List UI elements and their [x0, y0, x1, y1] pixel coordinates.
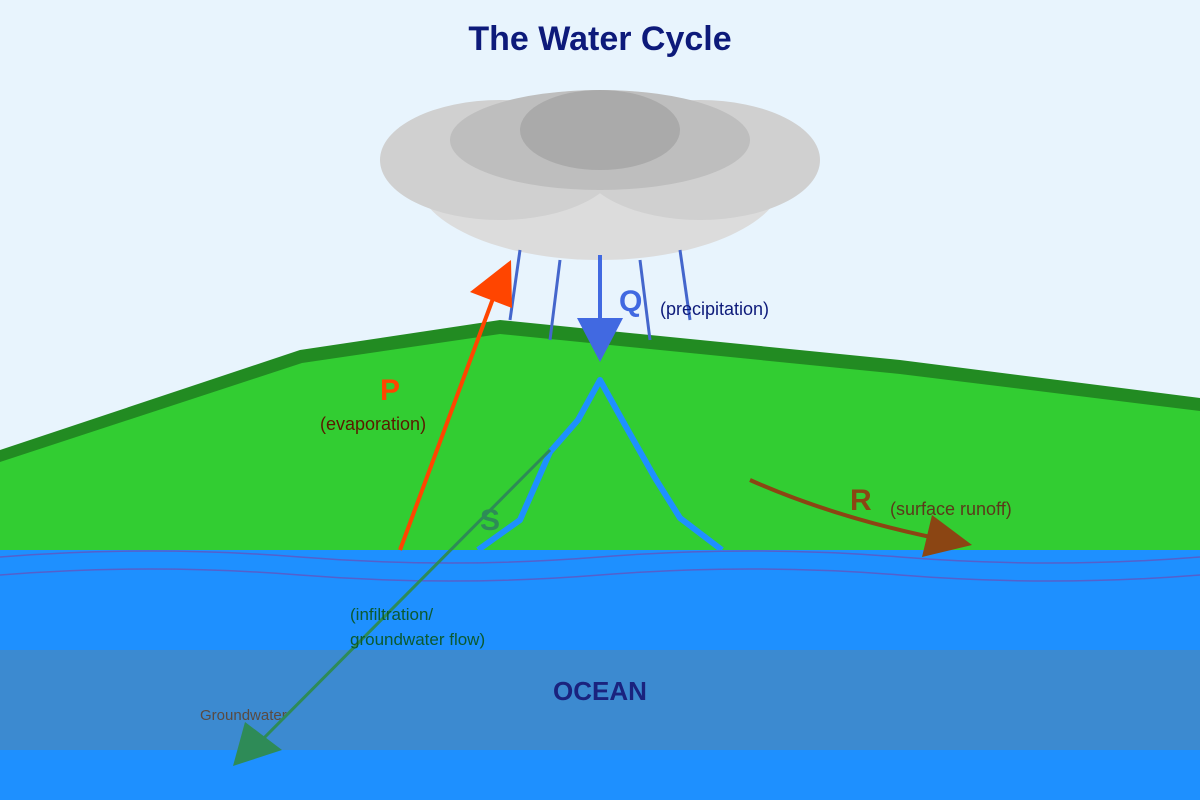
infiltration-arrow: [233, 448, 552, 766]
precipitation-label: (precipitation): [660, 299, 769, 319]
precipitation-arrow: [577, 255, 623, 362]
evaporation-letter: P: [380, 374, 400, 407]
diagram-title: The Water Cycle: [468, 20, 731, 58]
land: [0, 320, 1200, 560]
infiltration-arrowhead: [233, 722, 282, 766]
runoff-arrow: [749, 478, 972, 557]
rain-streak: [548, 259, 562, 341]
ocean: OCEAN Groundwater: [0, 550, 1200, 800]
rain-streak: [638, 259, 652, 341]
ocean-label: OCEAN: [553, 676, 647, 706]
runoff-arrowhead: [922, 515, 972, 557]
river: [476, 377, 724, 553]
evaporation-label: (evaporation): [320, 414, 426, 434]
precipitation-arrowhead: [577, 318, 623, 362]
evaporation-arrowhead: [470, 260, 512, 308]
cloud-top: [520, 90, 680, 170]
groundwater-band: [0, 650, 1200, 750]
evaporation-arrow: [398, 260, 512, 551]
rain-streak: [678, 249, 692, 321]
infiltration-label-line1: (infiltration/: [350, 605, 433, 624]
ocean-wave-1: [0, 550, 1200, 564]
land-surface: [0, 334, 1200, 560]
rain-streak: [508, 249, 522, 321]
runoff-label: (surface runoff): [890, 499, 1012, 519]
ocean-wave-2: [0, 568, 1200, 582]
precipitation-letter: Q: [619, 285, 642, 318]
runoff-letter: R: [850, 484, 872, 517]
infiltration-arrow-shaft: [248, 448, 552, 754]
rain: [508, 249, 692, 341]
infiltration-letter: S: [480, 504, 500, 537]
cloud: [380, 90, 820, 260]
groundwater-label: Groundwater: [200, 707, 287, 724]
infiltration-label-line2: groundwater flow): [350, 630, 485, 649]
evaporation-arrow-shaft: [398, 284, 500, 551]
